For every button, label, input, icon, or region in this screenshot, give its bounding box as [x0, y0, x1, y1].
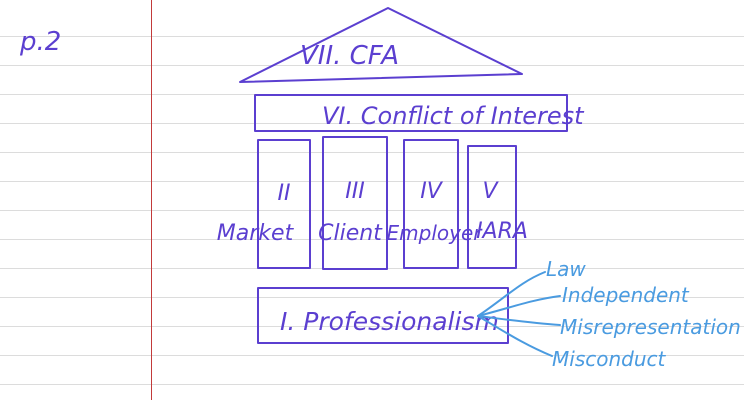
temple-foundation: I. Professionalism — [257, 287, 509, 344]
pillar-numeral: II — [278, 181, 291, 206]
pillar-label: IARA — [476, 219, 528, 244]
pillar-iara: V IARA — [467, 145, 528, 269]
pillar-client: III Client — [318, 136, 388, 270]
branch-line — [477, 315, 561, 326]
branch-label: Law — [546, 257, 586, 281]
margin-line — [151, 0, 152, 400]
branch-label: Misconduct — [552, 347, 667, 371]
temple-pillars: II Market III Client IV Employer V IARA — [217, 136, 528, 270]
roof-label: VII. CFA — [300, 41, 399, 71]
pillar-numeral: III — [345, 179, 364, 204]
branch-line — [477, 295, 561, 317]
foundation-label: I. Professionalism — [280, 307, 499, 336]
pillar-numeral: IV — [420, 179, 443, 204]
branch-line — [477, 271, 546, 317]
temple-roof: VII. CFA — [239, 7, 523, 83]
pillar-numeral: V — [482, 179, 499, 204]
temple-beam: VI. Conflict of Interest — [254, 94, 585, 132]
pillar-label: Market — [217, 221, 295, 246]
branch-line — [477, 315, 553, 357]
professionalism-branches: Law Independent Misrepresentation Miscon… — [477, 257, 741, 371]
beam-label: VI. Conflict of Interest — [322, 102, 585, 130]
pillar-market: II Market — [217, 139, 311, 269]
pillar-label: Client — [318, 221, 383, 246]
branch-label: Misrepresentation — [560, 315, 741, 339]
page-label: p.2 — [19, 27, 61, 57]
branch-label: Independent — [562, 283, 690, 307]
